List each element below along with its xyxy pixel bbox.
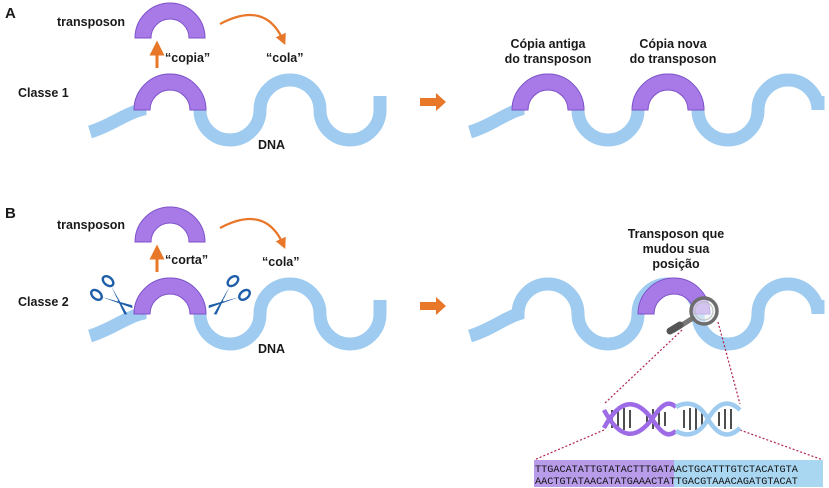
moved-label-2: mudou sua (643, 242, 711, 256)
new-copy-label-1: Cópia nova (639, 37, 707, 51)
zoom-line-right (717, 321, 741, 405)
magnifier-icon (666, 296, 719, 335)
paste-label-a: “cola” (266, 51, 304, 65)
paste-arrow-b (219, 217, 286, 250)
class2-label: Classe 2 (18, 295, 69, 309)
zoom-line-seq-right (739, 429, 824, 461)
seq-bottom-purple: AACTGTATAACATATGAAACT (535, 477, 663, 488)
panel-b-letter: B (5, 205, 16, 222)
dna-label-a: DNA (258, 138, 285, 152)
result-arrow-a (420, 93, 446, 111)
inserted-transposon-b (133, 277, 207, 315)
class1-label: Classe 1 (18, 86, 69, 100)
result-arrow-b (420, 297, 446, 315)
zoom-line-left (603, 329, 683, 405)
seq-bottom-blue: ATTGACGTAAACAGATGTACAT (663, 477, 798, 488)
seq-bg-blue (674, 460, 823, 487)
zoom-line-seq-left (533, 429, 605, 461)
moved-label-1: Transposon que (628, 227, 725, 241)
dna-label-b: DNA (258, 342, 285, 356)
inserted-transposon-a (133, 73, 207, 111)
seq-top-blue: TAACTGCATTTGTCTACATGTA (663, 465, 798, 476)
transposon-label-b: transposon (57, 218, 125, 232)
seq-top-purple: TTGACATATTGTATACTTTGA (535, 465, 664, 476)
moved-label-3: posição (652, 257, 700, 271)
old-copy-label-2: do transposon (505, 52, 592, 66)
old-copy-label-1: Cópia antiga (510, 37, 586, 51)
new-copy-label-2: do transposon (630, 52, 717, 66)
copy-label: “copia” (165, 51, 210, 65)
new-transposon-copy (631, 73, 705, 111)
old-transposon-copy (511, 73, 585, 111)
double-helix (602, 401, 742, 437)
transposon-label-a: transposon (57, 15, 125, 29)
seq-bg-purple (534, 460, 674, 487)
svg-text:TTGACATATTGTATACTTTGATAACTGCAT: TTGACATATTGTATACTTTGATAACTGCATTTGTCTACAT… (535, 465, 799, 476)
free-transposon-b (134, 206, 206, 243)
paste-arrow-a (219, 13, 286, 46)
cut-label: “corta” (165, 253, 208, 267)
paste-label-b: “cola” (262, 255, 300, 269)
scissors-right-icon (208, 274, 251, 315)
svg-text:AACTGTATAACATATGAAACTATTGACGTA: AACTGTATAACATATGAAACTATTGACGTAAACAGATGTA… (535, 477, 798, 488)
free-transposon-a (134, 2, 206, 39)
panel-a-letter: A (5, 5, 16, 22)
